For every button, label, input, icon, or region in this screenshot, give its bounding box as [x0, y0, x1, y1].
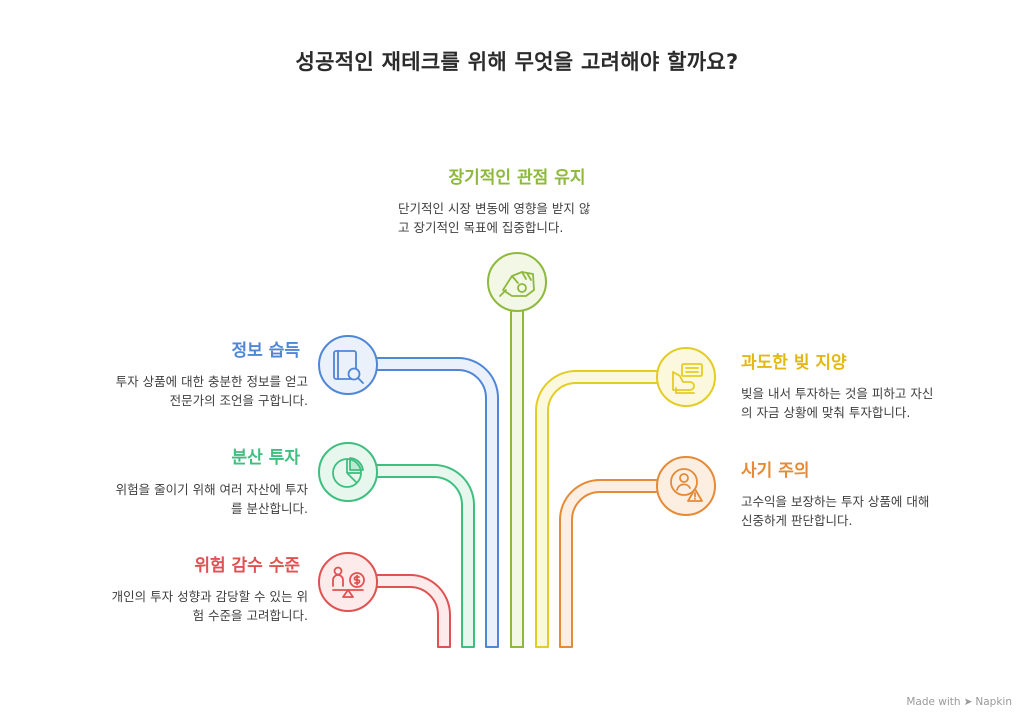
pie-chart-icon	[318, 442, 378, 502]
pipe-information	[374, 357, 499, 648]
pipe-diversification	[374, 464, 475, 648]
diversification-label: 분산 투자	[231, 448, 300, 468]
napkin-watermark: Made with➤Napkin	[906, 696, 1012, 708]
pipe-fraud-caution	[559, 479, 661, 648]
avoid-debt-description: 빚을 내서 투자하는 것을 피하고 자신 의 자금 상황에 맞춰 투자합니다.	[741, 386, 934, 420]
clenched-fist-icon	[487, 252, 547, 312]
pipe-long-term	[510, 304, 524, 648]
information-description: 투자 상품에 대한 충분한 정보를 얻고 전문가의 조언을 구합니다.	[115, 374, 308, 408]
person-warning-icon	[656, 456, 716, 516]
diversification-description: 위험을 줄이기 위해 여러 자산에 투자 를 분산합니다.	[115, 482, 308, 516]
fraud-caution-description: 고수익을 보장하는 투자 상품에 대해 신중하게 판단합니다.	[741, 494, 930, 528]
information-label: 정보 습득	[231, 341, 300, 361]
pipe-risk-tolerance	[374, 574, 451, 648]
long-term-label: 장기적인 관점 유지	[448, 168, 586, 188]
fraud-caution-label: 사기 주의	[741, 461, 810, 481]
book-search-icon	[318, 335, 378, 395]
risk-tolerance-label: 위험 감수 수준	[194, 556, 300, 576]
avoid-debt-label: 과도한 빚 지양	[741, 353, 847, 373]
pipe-avoid-debt	[535, 370, 661, 648]
person-money-scale-icon	[318, 552, 378, 612]
napkin-logo-icon: ➤	[963, 696, 973, 708]
page-title: 성공적인 재테크를 위해 무엇을 고려해야 할까요?	[295, 50, 739, 74]
risk-tolerance-description: 개인의 투자 성향과 감당할 수 있는 위 험 수준을 고려합니다.	[111, 589, 308, 623]
long-term-description: 단기적인 시장 변동에 영향을 받지 않 고 장기적인 목표에 집중합니다.	[398, 201, 591, 235]
hand-with-money-icon	[656, 347, 716, 407]
